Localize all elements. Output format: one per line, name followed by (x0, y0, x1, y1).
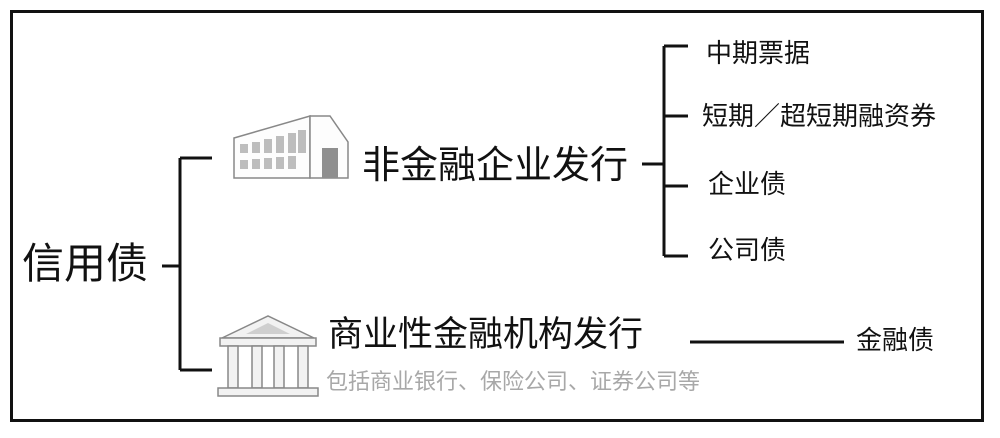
leaf-financial-bonds: 金融债 (856, 326, 935, 356)
branch-financial-note: 包括商业银行、保险公司、证券公司等 (326, 370, 701, 395)
diagram-frame (10, 10, 984, 422)
leaf-short-term-bills: 短期／超短期融资券 (702, 102, 937, 132)
leaf-medium-term-notes: 中期票据 (706, 39, 811, 69)
bank-building-icon (217, 315, 319, 397)
branch-nonfinancial-label: 非金融企业发行 (362, 143, 629, 187)
leaf-enterprise-bonds: 企业债 (708, 170, 787, 200)
branch-financial-label: 商业性金融机构发行 (328, 315, 644, 355)
root-node-label: 信用债 (22, 239, 149, 288)
factory-building-icon (233, 115, 349, 179)
leaf-corporate-bonds: 公司债 (708, 236, 787, 266)
